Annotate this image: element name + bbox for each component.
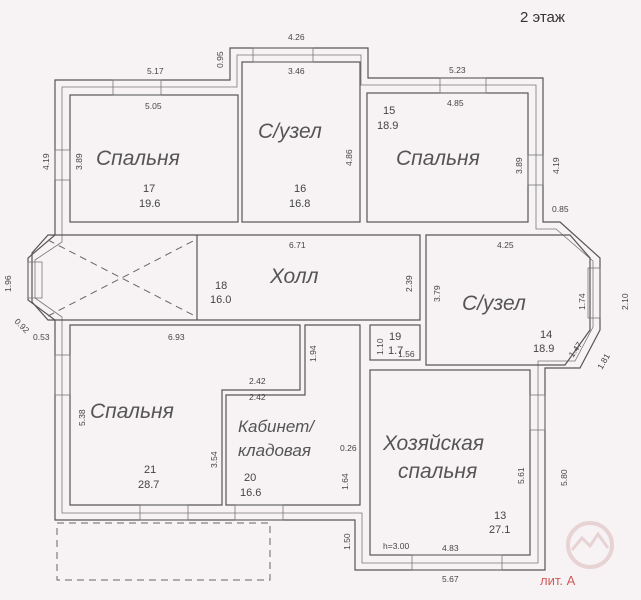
room-19-area: 1.7 [388,345,403,357]
room-15-area: 18.9 [377,120,398,132]
dim-label: 5.67 [442,574,459,584]
room-14-outline [425,234,591,366]
dim-label: 0.26 [340,443,357,453]
room-20-name-line2: кладовая [238,441,311,460]
dim-label: 4.19 [41,153,51,170]
dim-label: 3.89 [514,157,524,174]
room-14-area: 18.9 [533,343,554,355]
dim-label: 1.10 [375,338,385,355]
room-17-number: 17 [143,183,155,195]
dim-label: 0.53 [33,332,50,342]
ceiling-height: h=3.00 [383,541,410,551]
dim-label: 5.17 [147,66,164,76]
room-19-outline [369,324,421,361]
dim-label: 0.95 [215,51,225,68]
room-14-number: 14 [540,329,552,341]
dim-label: 4.83 [442,543,459,553]
dim-label: 1.50 [342,533,352,550]
dim-label: 5.05 [145,101,162,111]
dim-label: 2.42 [249,392,266,402]
dimension-labels: 4.26 3.46 5.17 5.05 5.23 4.85 0.85 6.71 … [3,32,630,584]
dim-label: 2.10 [620,293,630,310]
dim-label: 0.92 [13,316,32,335]
dim-label: 1.56 [398,349,415,359]
stair-void [47,239,196,317]
room-21-number: 21 [144,464,156,476]
dim-label: 2.39 [404,275,414,292]
dim-label: 5.38 [77,409,87,426]
room-19-number: 19 [389,331,401,343]
dim-label: 2.42 [249,376,266,386]
windows [27,47,601,571]
dim-label: 4.26 [288,32,305,42]
room-20-name-line1: Кабинет/ [238,417,316,436]
dim-label: 4.86 [344,149,354,166]
dim-label: 6.71 [289,240,306,250]
room-16-number: 16 [294,183,306,195]
room-13-area: 27.1 [489,524,510,536]
room-14-name: С/узел [462,292,526,315]
room-16-name: С/узел [258,120,322,143]
dim-label: 3.54 [209,451,219,468]
room-20-area: 16.6 [240,487,261,499]
dim-label: 0.85 [552,204,569,214]
dim-label: 4.85 [447,98,464,108]
room-21-name: Спальня [90,400,174,423]
outer-walls [27,47,601,571]
room-20-number: 20 [244,472,256,484]
room-18-outline [31,234,421,321]
logo-watermark [566,521,614,569]
room-21-outline [69,324,301,506]
room-21-area: 28.7 [138,479,159,491]
room-13-name-line2: спальня [398,460,477,483]
dim-label: 5.80 [559,469,569,486]
dim-label: 5.61 [516,467,526,484]
room-15-number: 15 [383,105,395,117]
dim-label: 3.79 [432,285,442,302]
dim-label: 1.74 [577,293,587,310]
room-16-area: 16.8 [289,198,310,210]
dim-label: 1.96 [3,275,13,292]
dim-label: 3.46 [288,66,305,76]
floor-title: 2 этаж [520,9,565,26]
dim-label: 1.64 [340,473,350,490]
dim-label: 3.89 [74,153,84,170]
dim-label: 1.81 [595,351,612,371]
dim-label: 1.94 [308,345,318,362]
room-18-area: 16.0 [210,294,231,306]
dim-label: 4.25 [497,240,514,250]
room-13-name-line1: Хозяйская [382,432,484,455]
dim-label: 6.93 [168,332,185,342]
dim-label: 4.19 [551,157,561,174]
room-18-number: 18 [215,280,227,292]
lit-label: лит. А [540,573,576,588]
dim-label: 5.23 [449,65,466,75]
room-20-outline [225,324,361,506]
balcony-outline [56,522,271,581]
room-13-number: 13 [494,510,506,522]
room-18-name: Холл [269,265,319,288]
room-17-name: Спальня [96,147,180,170]
room-17-area: 19.6 [139,198,160,210]
room-15-name: Спальня [396,147,480,170]
